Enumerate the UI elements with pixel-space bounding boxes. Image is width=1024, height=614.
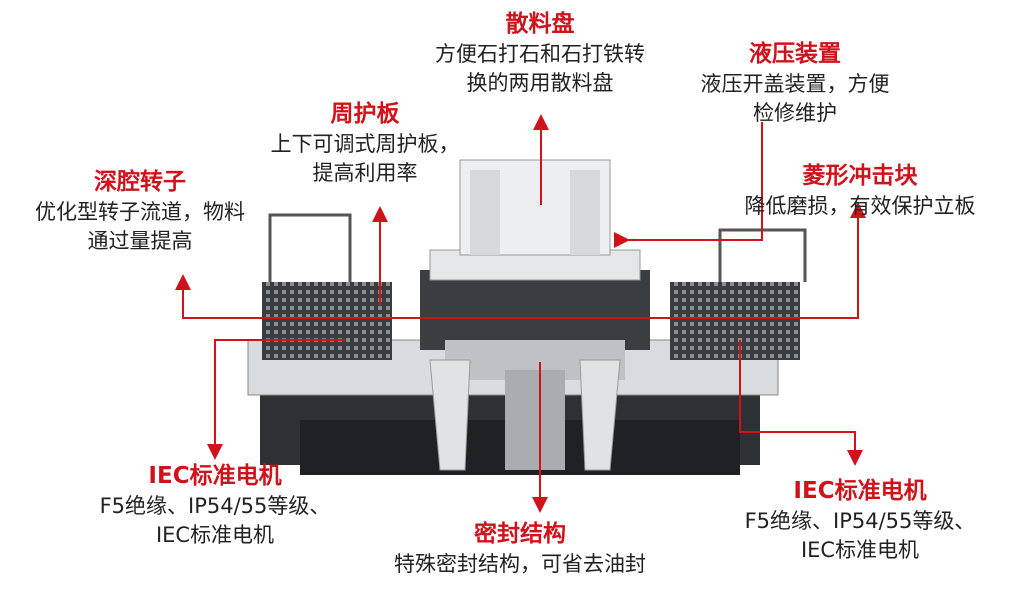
machine-body [247,159,807,475]
callout-text: IEC标准电机 [155,523,275,547]
callout-title: 密封结构 [474,521,566,547]
callout-rotor: 深腔转子 优化型转子流道，物料 通过量提高 [0,166,280,256]
callout-text: 方便石打石和石打铁转 [435,42,645,66]
callout-text: 换的两用散料盘 [466,71,614,95]
callout-text: 优化型转子流道，物料 [35,200,245,224]
callout-text: 液压开盖装置，方便 [700,72,890,96]
callout-text: F5绝缘、IP54/55等级、 [99,494,331,518]
callout-distributor: 散料盘 方便石打石和石打铁转 换的两用散料盘 [400,8,680,98]
callout-text: 提高利用率 [312,161,418,185]
callout-text: F5绝缘、IP54/55等级、 [744,509,976,533]
callout-lines [175,114,866,513]
callout-title: IEC标准电机 [148,463,282,489]
callout-motor-right: IEC标准电机 F5绝缘、IP54/55等级、 IEC标准电机 [715,475,1005,565]
callout-seal: 密封结构 特殊密封结构，可省去油封 [355,518,685,579]
callout-motor-left: IEC标准电机 F5绝缘、IP54/55等级、 IEC标准电机 [70,460,360,550]
callout-text: 检修维护 [753,101,837,125]
callout-title: IEC标准电机 [793,478,927,504]
callout-text: IEC标准电机 [800,538,920,562]
callout-title: 周护板 [330,101,400,127]
callout-text: 降低磨损，有效保护立板 [744,194,976,218]
callout-title: 深腔转子 [94,169,186,195]
callout-title: 液压装置 [749,41,841,67]
callout-text: 上下可调式周护板， [270,132,460,156]
callout-impact-block: 菱形冲击块 降低磨损，有效保护立板 [710,160,1010,221]
callout-title: 菱形冲击块 [802,163,918,189]
callout-hydraulic: 液压装置 液压开盖装置，方便 检修维护 [675,38,915,128]
callout-guard-plate: 周护板 上下可调式周护板， 提高利用率 [240,98,490,188]
callout-text: 通过量提高 [87,229,193,253]
callout-title: 散料盘 [505,11,575,37]
callout-text: 特殊密封结构，可省去油封 [394,552,646,576]
